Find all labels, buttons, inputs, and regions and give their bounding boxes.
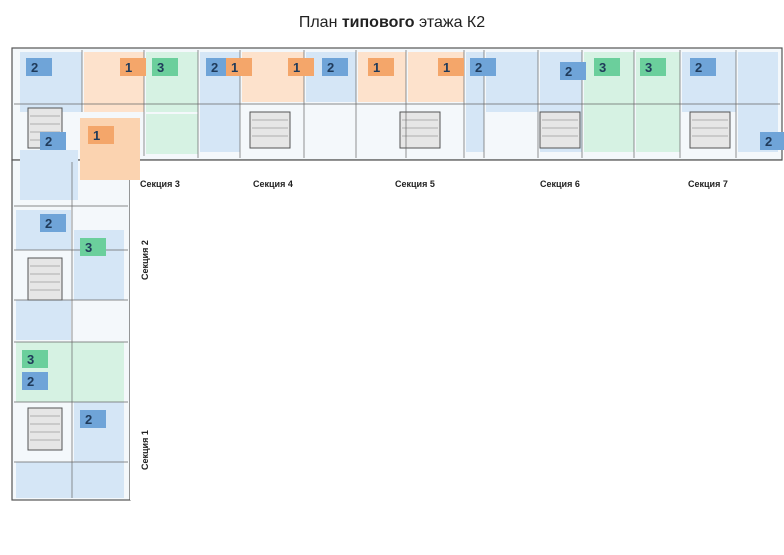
- apartment-badge: 2: [22, 372, 48, 390]
- apartment-room-count: 3: [27, 352, 34, 367]
- apartment-badge-bg: [26, 58, 52, 76]
- section-label-1: Секция 1: [140, 430, 150, 470]
- apartment-room-count: 3: [85, 240, 92, 255]
- apartment-badge-bg: [80, 410, 106, 428]
- apartment-badge-bg: [438, 58, 464, 76]
- apartment-badge-bg: [40, 132, 66, 150]
- apartment-room-count: 2: [85, 412, 92, 427]
- apartment-badge-bg: [288, 58, 314, 76]
- apartment-room-count: 2: [765, 134, 772, 149]
- title-prefix: План: [298, 14, 342, 31]
- apartment-badge: 2: [690, 58, 716, 76]
- apartment-badge: 2: [560, 62, 586, 80]
- apartment-room-count: 2: [31, 60, 38, 75]
- apartment-badge-bg: [760, 132, 784, 150]
- apartment-room-count: 1: [231, 60, 238, 75]
- apartment-badge-bg: [22, 372, 48, 390]
- title-bold: типового: [341, 14, 415, 31]
- apartment-badge-bg: [22, 350, 48, 368]
- apartment-badge-bg: [640, 58, 666, 76]
- apartment-room-count: 1: [443, 60, 450, 75]
- apartment-badge-bg: [88, 126, 114, 144]
- apartment-room-count: 2: [695, 60, 702, 75]
- apartment-badge: 1: [120, 58, 146, 76]
- apartment-badge: 2: [26, 58, 52, 76]
- apartment-room-count: 2: [27, 374, 34, 389]
- section-label-7: Секция 7: [688, 179, 728, 189]
- apartment-badge-bg: [560, 62, 586, 80]
- apartment-badge: 2: [80, 410, 106, 428]
- apartment-room-count: 2: [45, 134, 52, 149]
- title-suffix: этажа К2: [414, 14, 486, 31]
- apartment-badge: 3: [22, 350, 48, 368]
- interior-walls: [14, 50, 780, 498]
- section-label-2: Секция 2: [140, 240, 150, 280]
- apartment-badge-bg: [322, 58, 348, 76]
- stair-cores: [27, 107, 731, 451]
- apartment-room-count: 3: [645, 60, 652, 75]
- apartment-badge: 3: [640, 58, 666, 76]
- apartment-room-count: 1: [93, 128, 100, 143]
- apartment-room-count: 2: [45, 216, 52, 231]
- apartment-room-count: 2: [475, 60, 482, 75]
- section-label-4: Секция 4: [253, 179, 293, 189]
- apartment-badge: 2: [40, 214, 66, 232]
- apartment-badge: 2: [40, 132, 66, 150]
- apartment-badge-bg: [80, 238, 106, 256]
- apartment-badge-bg: [152, 58, 178, 76]
- apartment-room-count: 3: [157, 60, 164, 75]
- apartment-badge: 1: [368, 58, 394, 76]
- apartment-room-count: 2: [211, 60, 218, 75]
- section-label-5: Секция 5: [395, 179, 435, 189]
- apartment-room-count: 1: [373, 60, 380, 75]
- apartment-badge: 2: [760, 132, 784, 150]
- apartment-badge: 3: [152, 58, 178, 76]
- apartment-badge-bg: [40, 214, 66, 232]
- apartment-badge-bg: [120, 58, 146, 76]
- section-label-3: Секция 3: [140, 179, 180, 189]
- page-title: План типового этажа К2: [0, 14, 784, 32]
- apartment-badge: 1: [226, 58, 252, 76]
- apartment-badge: 3: [594, 58, 620, 76]
- apartment-badge-bg: [226, 58, 252, 76]
- apartment-badge-bg: [690, 58, 716, 76]
- apartment-room-count: 1: [125, 60, 132, 75]
- apartment-room-count: 2: [327, 60, 334, 75]
- apartment-room-count: 3: [599, 60, 606, 75]
- apartment-badge-bg: [470, 58, 496, 76]
- section-label-6: Секция 6: [540, 179, 580, 189]
- apartment-badge: 2: [322, 58, 348, 76]
- apartment-room-count: 1: [293, 60, 300, 75]
- apartment-badge: 2: [470, 58, 496, 76]
- apartment-badge: 1: [88, 126, 114, 144]
- apartment-badge-bg: [368, 58, 394, 76]
- apartment-badge: 2: [206, 58, 232, 76]
- apartment-badge-bg: [594, 58, 620, 76]
- apartment-room-count: 2: [565, 64, 572, 79]
- apartment-badge: 1: [288, 58, 314, 76]
- apartment-badge: 3: [80, 238, 106, 256]
- apartment-badge-bg: [206, 58, 232, 76]
- apartment-badge: 1: [438, 58, 464, 76]
